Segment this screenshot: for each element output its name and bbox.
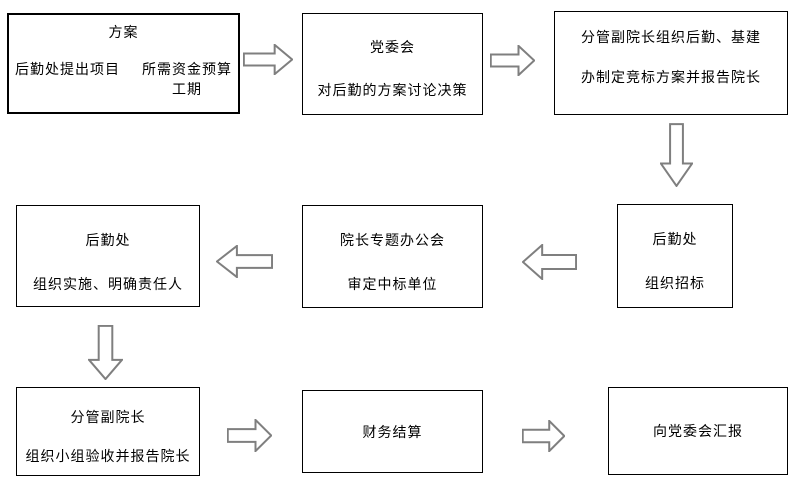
node-bidding: 后勤处 组织招标 [617, 204, 733, 308]
node-report-title: 向党委会汇报 [653, 423, 743, 439]
node-implementation: 后勤处 组织实施、明确责任人 [16, 205, 200, 307]
node-settlement: 财务结算 [302, 390, 483, 473]
node-party-committee-title: 党委会 [370, 39, 415, 55]
node-implementation-subtitle: 组织实施、明确责任人 [33, 276, 183, 292]
node-settlement-title: 财务结算 [362, 423, 423, 440]
node-bid-plan-line2: 办制定竞标方案并报告院长 [581, 69, 761, 85]
arrow-left-icon [216, 245, 273, 278]
node-bid-plan-line1: 分管副院长组织后勤、基建 [581, 29, 761, 45]
arrow-right-icon [490, 45, 535, 76]
node-proposal-budget-text: 所需资金预算 [142, 61, 232, 77]
arrow-left-icon [522, 244, 577, 280]
node-proposal-duration-text: 工期 [172, 81, 202, 97]
arrow-down-icon [88, 325, 123, 380]
node-party-committee-subtitle: 对后勤的方案讨论决策 [317, 82, 468, 98]
node-bidding-subtitle: 组织招标 [645, 275, 705, 291]
arrow-right-icon [227, 419, 272, 452]
node-implementation-title: 后勤处 [85, 232, 131, 248]
node-proposal-right-text: 所需资金预算 工期 [142, 59, 232, 99]
arrow-right-icon [243, 44, 293, 75]
node-acceptance: 分管副院长 组织小组验收并报告院长 [16, 387, 200, 476]
node-proposal-title: 方案 [108, 24, 139, 40]
node-award-review-title: 院长专题办公会 [340, 232, 445, 248]
node-report: 向党委会汇报 [608, 387, 788, 475]
node-proposal: 方案 后勤处提出项目 所需资金预算 工期 [7, 13, 240, 114]
node-bidding-title: 后勤处 [652, 231, 698, 247]
node-bid-plan: 分管副院长组织后勤、基建 办制定竞标方案并报告院长 [554, 11, 788, 115]
arrow-right-icon [522, 420, 565, 452]
node-party-committee: 党委会 对后勤的方案讨论决策 [302, 13, 483, 115]
node-award-review-subtitle: 审定中标单位 [347, 276, 438, 292]
node-acceptance-title: 分管副院长 [70, 409, 146, 425]
arrow-down-icon [660, 123, 693, 187]
node-proposal-left-text: 后勤处提出项目 [15, 61, 120, 77]
node-award-review: 院长专题办公会 审定中标单位 [302, 205, 483, 308]
node-proposal-body: 后勤处提出项目 所需资金预算 工期 [9, 59, 238, 99]
node-acceptance-subtitle: 组织小组验收并报告院长 [25, 448, 191, 464]
